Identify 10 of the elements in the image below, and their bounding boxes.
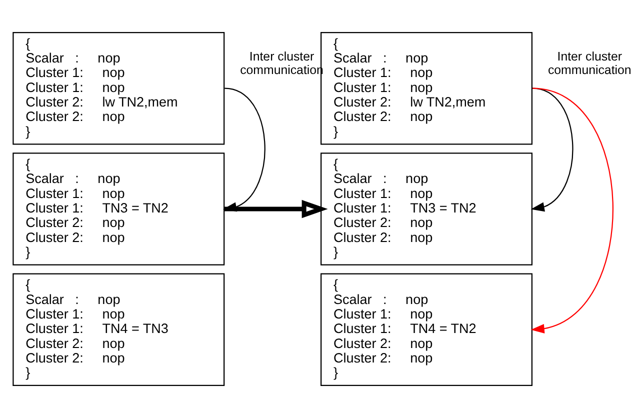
node-box: { Scalar : nop Cluster 1: nop Cluster 1: nop Cluster 2: lw TN2,mem Cluster 2: nop } xyxy=(320,32,533,145)
edge-label: Inter cluster communication xyxy=(548,50,632,78)
node-box: { Scalar : nop Cluster 1: nop Cluster 1: nop Cluster 2: lw TN2,mem Cluster 2: nop } xyxy=(12,32,225,145)
arrow xyxy=(530,88,574,212)
node-box: { Scalar : nop Cluster 1: nop Cluster 1: TN3 = TN2 Cluster 2: nop Cluster 2: nop } xyxy=(12,152,225,266)
arrow xyxy=(224,200,328,218)
node-box: { Scalar : nop Cluster 1: nop Cluster 1: TN4 = TN3 Cluster 2: nop Cluster 2: nop } xyxy=(12,273,225,386)
arrow xyxy=(530,88,614,334)
node-box: { Scalar : nop Cluster 1: nop Cluster 1: TN3 = TN2 Cluster 2: nop Cluster 2: nop } xyxy=(320,152,533,266)
node-box: { Scalar : nop Cluster 1: nop Cluster 1: TN4 = TN2 Cluster 2: nop Cluster 2: nop } xyxy=(320,273,533,386)
